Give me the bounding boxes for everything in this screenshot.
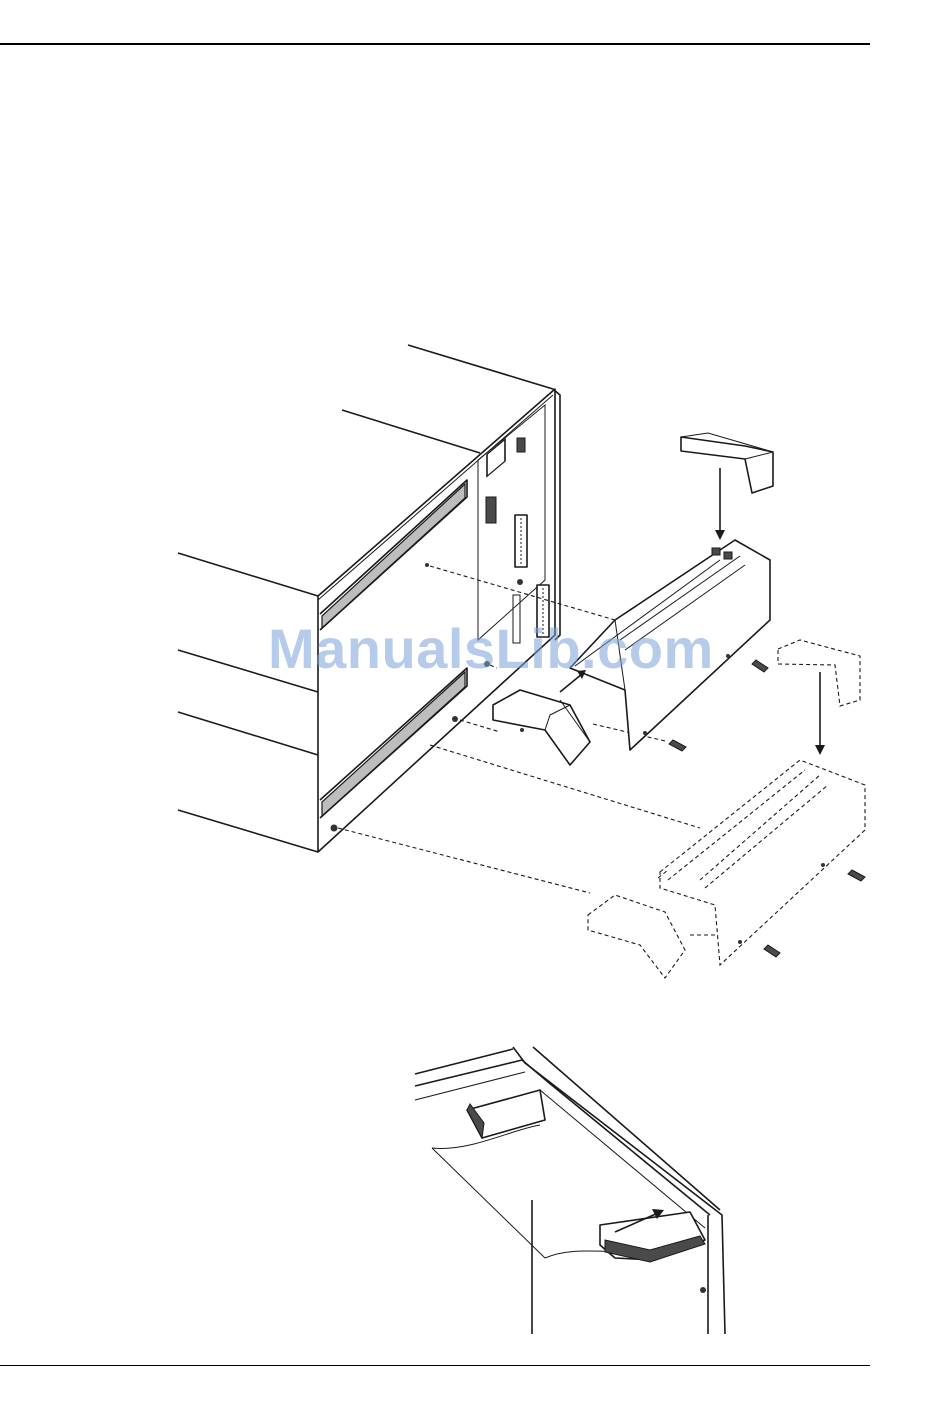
- cover-dashed: [660, 760, 865, 965]
- paper-guide-insertion-illustration: [415, 1047, 725, 1334]
- cover-cap-dashed: [778, 640, 860, 755]
- watermark: ManualsLib.com: [268, 616, 714, 681]
- clip-part-left: [493, 670, 590, 765]
- screws: [669, 660, 865, 957]
- cover-cap-upper: [681, 433, 773, 540]
- clip-part-dashed: [588, 870, 685, 978]
- footer-rule: [0, 1365, 870, 1366]
- printer-body: [178, 345, 560, 852]
